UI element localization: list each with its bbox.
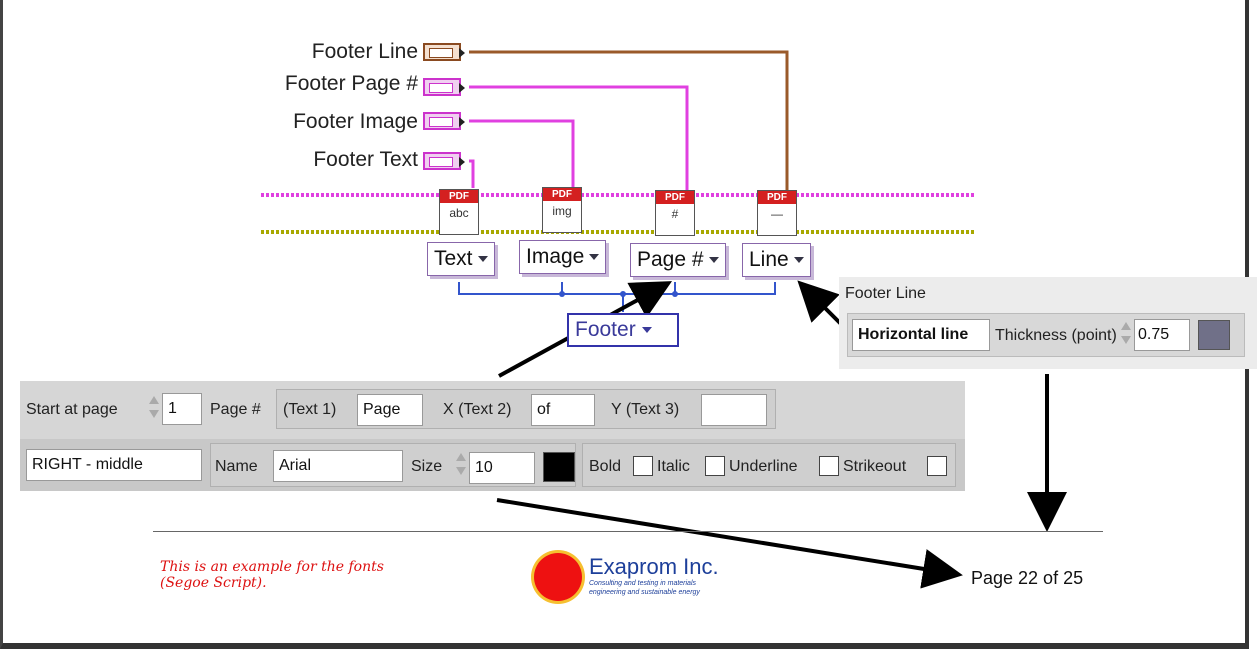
footer-line-panel: Footer Line Horizontal line Thickness (p… bbox=[839, 277, 1257, 369]
line-color-swatch[interactable] bbox=[1198, 320, 1230, 350]
italic-label: Italic bbox=[657, 458, 690, 475]
font-size-stepper[interactable] bbox=[455, 450, 467, 480]
italic-checkbox[interactable] bbox=[705, 456, 725, 476]
footer-page-terminal[interactable] bbox=[423, 78, 465, 96]
underline-label: Underline bbox=[729, 458, 798, 475]
thickness-input[interactable]: 0.75 bbox=[1134, 319, 1190, 351]
thickness-label: Thickness (point) bbox=[995, 327, 1117, 344]
font-name-input[interactable]: Arial bbox=[273, 450, 403, 482]
thickness-stepper[interactable] bbox=[1120, 319, 1132, 349]
terminal-label-footer-line: Footer Line bbox=[311, 40, 418, 63]
text3-input[interactable] bbox=[701, 394, 767, 426]
exaprom-logo-icon bbox=[534, 553, 582, 601]
company-tagline-2: engineering and sustainable energy bbox=[589, 589, 700, 596]
font-size-label: Size bbox=[411, 458, 443, 475]
pdf-image-vi-icon[interactable]: PDF img bbox=[542, 187, 582, 233]
page-text-group: (Text 1) Page X (Text 2) of Y (Text 3) bbox=[276, 389, 776, 429]
page-number-row: Start at page 1 Page # (Text 1) Page X (… bbox=[20, 381, 965, 437]
text3-label: Y (Text 3) bbox=[611, 401, 680, 418]
image-selector[interactable]: Image bbox=[519, 240, 607, 274]
terminal-label-footer-page-number: Footer Page # bbox=[284, 72, 418, 95]
pdf-page-number-vi-icon[interactable]: PDF # bbox=[655, 190, 695, 236]
bold-checkbox[interactable] bbox=[633, 456, 653, 476]
start-page-label: Start at page bbox=[26, 401, 118, 418]
text-selector[interactable]: Text bbox=[427, 242, 495, 276]
chevron-down-icon bbox=[708, 257, 719, 264]
strikeout-checkbox[interactable] bbox=[927, 456, 947, 476]
page-number-text: Page 22 of 25 bbox=[971, 568, 1084, 588]
terminal-label-footer-text: Footer Text bbox=[313, 148, 418, 171]
start-page-input[interactable]: 1 bbox=[162, 393, 202, 425]
font-size-input[interactable]: 10 bbox=[469, 452, 535, 484]
terminal-label-footer-image: Footer Image bbox=[293, 110, 418, 133]
footer-script-text: This is an example for the fonts (Segoe … bbox=[160, 559, 384, 591]
strikeout-label: Strikeout bbox=[843, 458, 907, 475]
chevron-down-icon bbox=[589, 254, 600, 261]
chevron-down-icon bbox=[477, 256, 488, 263]
page-number-label: Page # bbox=[210, 401, 261, 418]
page-number-panel: Start at page 1 Page # (Text 1) Page X (… bbox=[20, 381, 965, 491]
start-page-stepper[interactable] bbox=[148, 393, 160, 423]
footer-text-terminal[interactable] bbox=[423, 152, 465, 170]
footer-image-terminal[interactable] bbox=[423, 112, 465, 130]
font-row: RIGHT - middle Name Arial Size 10 Bold I… bbox=[20, 439, 965, 491]
text1-input[interactable]: Page bbox=[357, 394, 423, 426]
company-tagline-1: Consulting and testing in materials bbox=[589, 580, 697, 587]
text2-input[interactable]: of bbox=[531, 394, 595, 426]
footer-line-title: Footer Line bbox=[845, 285, 926, 302]
block-diagram-wires bbox=[261, 50, 1067, 589]
line-selector[interactable]: Line bbox=[742, 243, 811, 277]
footer-line-row: Horizontal line Thickness (point) 0.75 bbox=[847, 313, 1245, 357]
font-name-label: Name bbox=[215, 458, 258, 475]
font-group: Name Arial Size 10 bbox=[210, 443, 576, 487]
footer-rule bbox=[153, 531, 1103, 532]
text1-label: (Text 1) bbox=[283, 401, 337, 418]
footer-line-terminal[interactable] bbox=[423, 43, 465, 61]
pdf-line-vi-icon[interactable]: PDF — bbox=[757, 190, 797, 236]
position-field[interactable]: RIGHT - middle bbox=[26, 449, 202, 481]
pdf-text-vi-icon[interactable]: PDF abc bbox=[439, 189, 479, 235]
text2-label: X (Text 2) bbox=[443, 401, 512, 418]
company-name: Exaprom Inc. bbox=[589, 554, 719, 579]
page-number-selector[interactable]: Page # bbox=[630, 243, 726, 277]
chevron-down-icon bbox=[641, 327, 652, 334]
line-type-field[interactable]: Horizontal line bbox=[852, 319, 990, 351]
footer-selector[interactable]: Footer bbox=[567, 313, 679, 347]
font-style-group: Bold Italic Underline Strikeout bbox=[582, 443, 956, 487]
chevron-down-icon bbox=[793, 257, 804, 264]
font-color-swatch[interactable] bbox=[543, 452, 575, 482]
underline-checkbox[interactable] bbox=[819, 456, 839, 476]
bold-label: Bold bbox=[589, 458, 622, 475]
